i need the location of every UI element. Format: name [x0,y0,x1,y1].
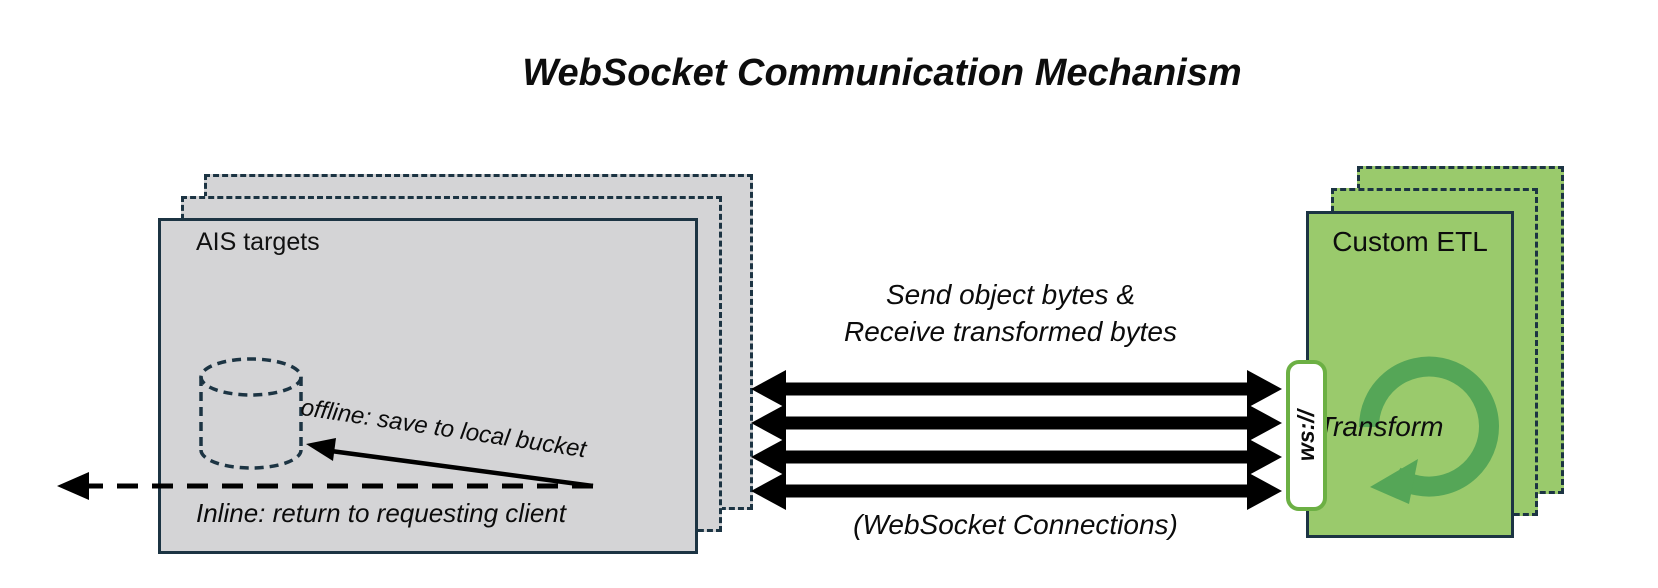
websocket-connection-arrow [751,404,1282,442]
custom-etl-box [1306,211,1514,538]
send-receive-caption: Send object bytes & Receive transformed … [758,276,1263,350]
custom-etl-label: Custom ETL [1332,226,1488,257]
send-receive-caption-line2: Receive transformed bytes [843,316,1178,347]
diagram-title: WebSocket Communication Mechanism [522,52,1242,94]
send-receive-caption-line1: Send object bytes & [885,279,1136,310]
ws-protocol-badge-label: ws:// [1293,409,1319,462]
transform-label: Transform [1318,411,1444,442]
websocket-connection-arrow [751,472,1282,510]
inline-arrow-label: Inline: return to requesting client [196,498,566,528]
websocket-connections-caption: (WebSocket Connections) [853,509,1178,540]
ais-targets-label: AIS targets [196,228,320,256]
ws-protocol-badge: ws:// [1286,360,1327,511]
websocket-connection-arrows-icon [751,370,1282,510]
websocket-connection-arrow [751,370,1282,408]
websocket-connection-arrow [751,438,1282,476]
